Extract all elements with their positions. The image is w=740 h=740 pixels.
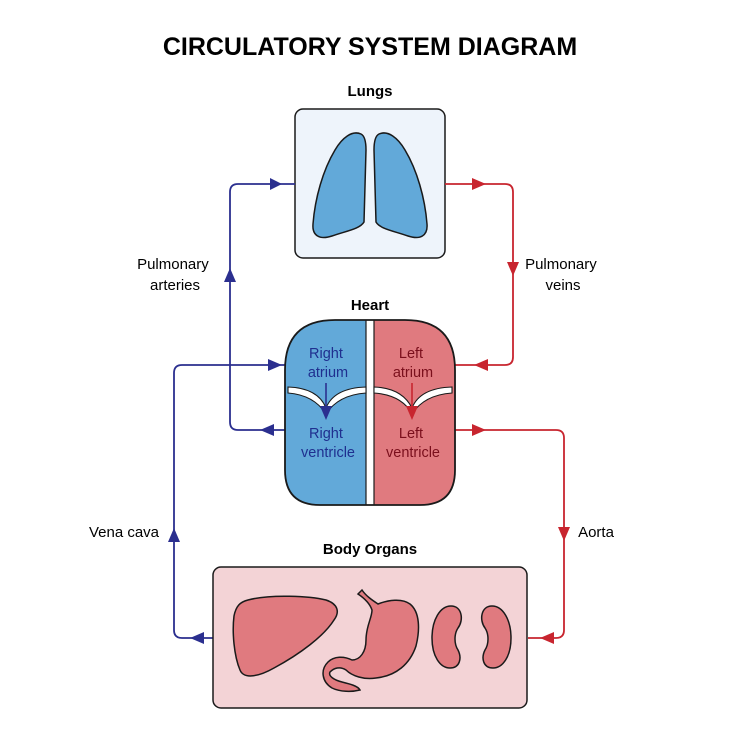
aorta-arrow-left: [540, 632, 554, 644]
vena-cava-arrow-left: [190, 632, 204, 644]
pulmonary-artery-arrow-left: [260, 424, 274, 436]
pulmonary-artery-line: [229, 183, 295, 431]
body-organs-heading: Body Organs: [323, 541, 417, 558]
left-chamber-flow-arrow: [406, 406, 418, 420]
pulmonary-vein-line: [445, 183, 514, 366]
pulmonary-vein-arrow-right: [472, 178, 486, 190]
right-ventricle-label: Right ventricle: [301, 426, 355, 461]
vena-cava-arrow-right: [268, 359, 282, 371]
organs-illustration: [232, 588, 512, 693]
aorta-arrow-down: [558, 527, 570, 541]
vena-cava-arrow-up: [168, 528, 180, 542]
pulmonary-artery-arrow-right: [270, 178, 282, 190]
mitral-valve: [373, 386, 453, 416]
right-kidney-icon: [480, 605, 512, 669]
pulmonary-vein-arrow-down: [507, 262, 519, 276]
right-atrium-label: Right atrium: [308, 346, 348, 381]
liver-icon: [232, 595, 339, 677]
aorta-arrow-right: [472, 424, 486, 436]
left-ventricle-label: Left ventricle: [386, 426, 440, 461]
left-kidney-icon: [431, 605, 463, 669]
lungs-icon: [312, 132, 428, 239]
heart-septum: [365, 320, 375, 505]
lungs-heading: Lungs: [348, 83, 393, 100]
pulmonary-vein-arrow-left: [474, 359, 488, 371]
diagram-title: CIRCULATORY SYSTEM DIAGRAM: [163, 33, 577, 61]
right-chamber-flow-arrow: [320, 406, 332, 420]
left-atrium-label: Left atrium: [393, 346, 433, 381]
heart-heading: Heart: [351, 297, 389, 314]
stomach-icon: [322, 588, 420, 693]
pulmonary-arteries-label: Pulmonary arteries: [137, 256, 213, 294]
aorta-label: Aorta: [578, 524, 615, 541]
heart-shape: [284, 319, 456, 506]
tricuspid-valve: [287, 386, 367, 416]
vena-cava-label: Vena cava: [89, 524, 160, 541]
pulmonary-veins-label: Pulmonary veins: [525, 256, 601, 294]
vena-cava-line: [173, 364, 288, 639]
pulmonary-artery-arrow-up: [224, 268, 236, 282]
